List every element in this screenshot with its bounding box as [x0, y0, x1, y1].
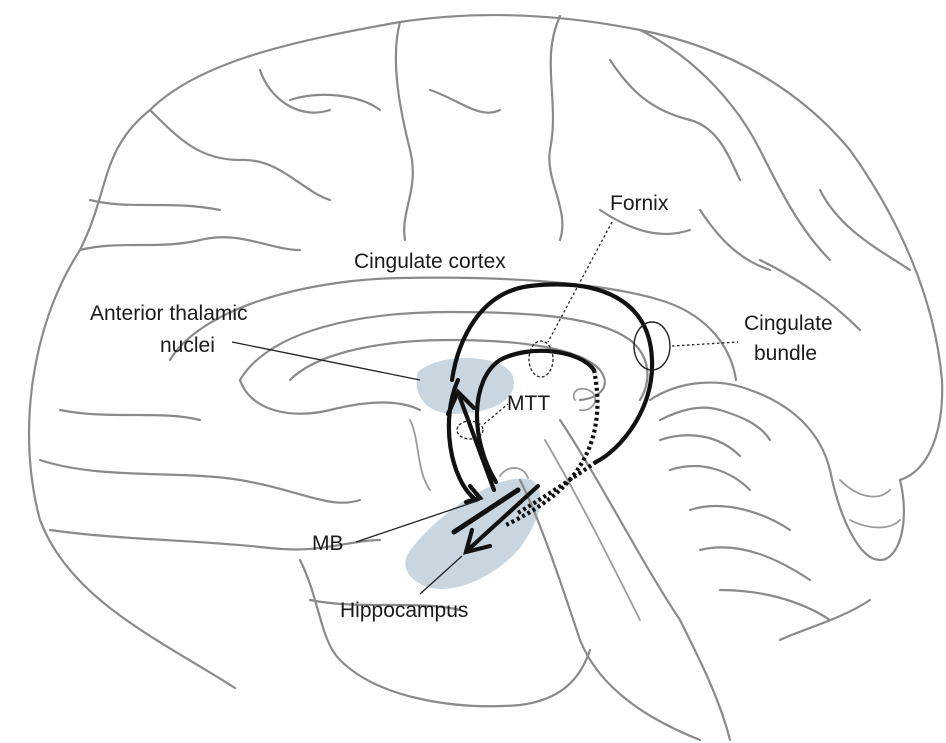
cingulate-bundle-leader: [672, 342, 738, 346]
anterior-thalamic-label-line1: Anterior thalamic: [90, 302, 248, 325]
mb-label: MB: [312, 532, 344, 555]
mtt-label: MTT: [507, 392, 550, 415]
cingulate-bundle-label-line2: bundle: [754, 342, 817, 365]
cingulate-cortex-label: Cingulate cortex: [354, 250, 506, 273]
anterior-thalamic-region: [417, 358, 514, 414]
anterior-thalamic-label-line2: nuclei: [160, 334, 215, 357]
fornix-label: Fornix: [610, 192, 669, 215]
anterior-thalamic-leader: [232, 342, 420, 380]
hippocampus-label: Hippocampus: [340, 599, 468, 622]
cingulate-bundle-label-line1: Cingulate: [744, 312, 833, 335]
